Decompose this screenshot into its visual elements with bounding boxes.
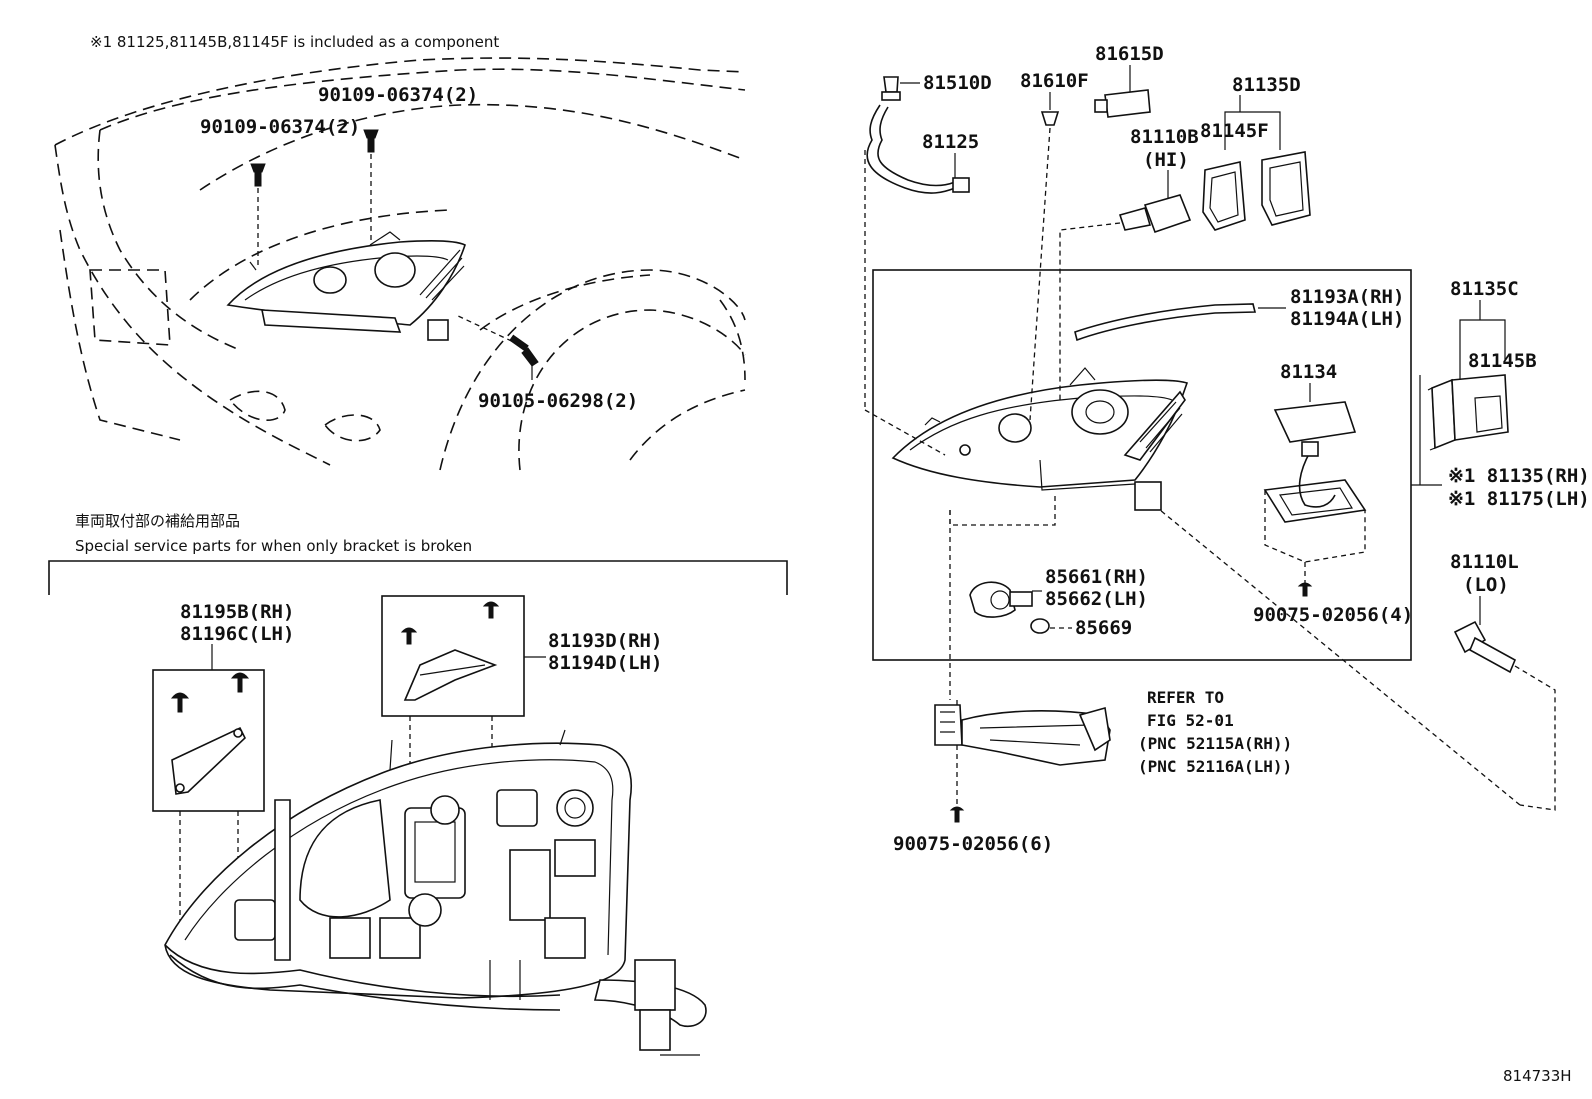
bracket-81193D <box>400 601 500 701</box>
label-81195B: 81195B(RH) <box>180 601 294 623</box>
label-85662: 85662(LH) <box>1045 588 1148 610</box>
label-81110L: 81110L <box>1450 551 1519 573</box>
bracket-81193D-box <box>381 595 525 717</box>
label-81510D: 81510D <box>923 72 992 94</box>
label-81196C: 81196C(LH) <box>180 623 294 645</box>
refer-line-1: REFER TO <box>1147 688 1224 707</box>
socket-85661 <box>969 581 1033 618</box>
refer-line-4: (PNC 52116A(LH)) <box>1138 757 1292 776</box>
special-service-en: Special service parts for when only brac… <box>75 537 472 555</box>
gasket-81134 <box>1273 401 1357 443</box>
screw-90109-a <box>250 163 266 187</box>
headlamp-unit <box>891 367 1189 511</box>
refer-line-2: FIG 52-01 <box>1147 711 1234 730</box>
bracket-81195B-box <box>152 669 265 812</box>
label-81610F: 81610F <box>1020 70 1089 92</box>
label-90109-b: 90109-06374(2) <box>318 84 478 106</box>
label-81193A: 81193A(RH) <box>1290 286 1404 308</box>
label-90075-4: 90075-02056(4) <box>1253 604 1413 626</box>
bulb-81110B <box>1118 194 1192 234</box>
label-81194A: 81194A(LH) <box>1290 308 1404 330</box>
strip-81193A <box>1074 303 1257 342</box>
screw-90105 <box>509 334 539 367</box>
label-85669: 85669 <box>1075 617 1132 639</box>
cover-81135D <box>1261 151 1311 226</box>
vehicle-front-view <box>54 57 746 471</box>
screw-90109-b <box>363 129 379 153</box>
special-service-jp: 車両取付部の補給用部品 <box>75 512 240 530</box>
ballast-81135 <box>1263 441 1367 523</box>
label-81135D: 81135D <box>1232 74 1301 96</box>
refer-line-3: (PNC 52115A(RH)) <box>1138 734 1292 753</box>
label-81145F: 81145F <box>1200 120 1269 142</box>
label-81145B: 81145B <box>1468 350 1537 372</box>
screw-90075-4 <box>1297 582 1313 597</box>
label-81194D: 81194D(LH) <box>548 652 662 674</box>
service-bracket <box>48 560 788 595</box>
screw-90075-6 <box>949 806 965 823</box>
bulb-81615D <box>1094 89 1151 118</box>
bracket-52115A <box>934 704 1111 766</box>
bracket-81195B <box>170 672 250 795</box>
label-81110B: 81110B <box>1130 126 1199 148</box>
socket-wire-81125 <box>866 104 970 194</box>
ballast-cover-81135C <box>1427 374 1509 451</box>
label-81175-lh: ※1 81175(LH) <box>1448 488 1590 510</box>
label-90109-a: 90109-06374(2) <box>200 116 360 138</box>
label-81135-rh: ※1 81135(RH) <box>1448 465 1590 487</box>
headlamp-rear-view <box>164 729 707 1056</box>
bulb-81510D <box>881 76 901 101</box>
label-90075-6: 90075-02056(6) <box>893 833 1053 855</box>
headlamp-assembly-box <box>872 269 1412 661</box>
label-85661: 85661(RH) <box>1045 566 1148 588</box>
label-81125: 81125 <box>922 131 979 153</box>
bulb-81610F <box>1040 111 1060 126</box>
label-lo: (LO) <box>1463 574 1509 596</box>
label-90105: 90105-06298(2) <box>478 390 638 412</box>
label-hi: (HI) <box>1143 149 1189 171</box>
gasket-81145F <box>1202 161 1246 231</box>
component-note: ※1 81125,81145B,81145F is included as a … <box>90 33 499 51</box>
label-81615D: 81615D <box>1095 43 1164 65</box>
bulb-81110L <box>1453 620 1517 674</box>
label-81134: 81134 <box>1280 361 1337 383</box>
label-81135C: 81135C <box>1450 278 1519 300</box>
o-ring-85669 <box>1030 618 1050 634</box>
label-81193D: 81193D(RH) <box>548 630 662 652</box>
figure-id: 814733H <box>1503 1067 1572 1085</box>
